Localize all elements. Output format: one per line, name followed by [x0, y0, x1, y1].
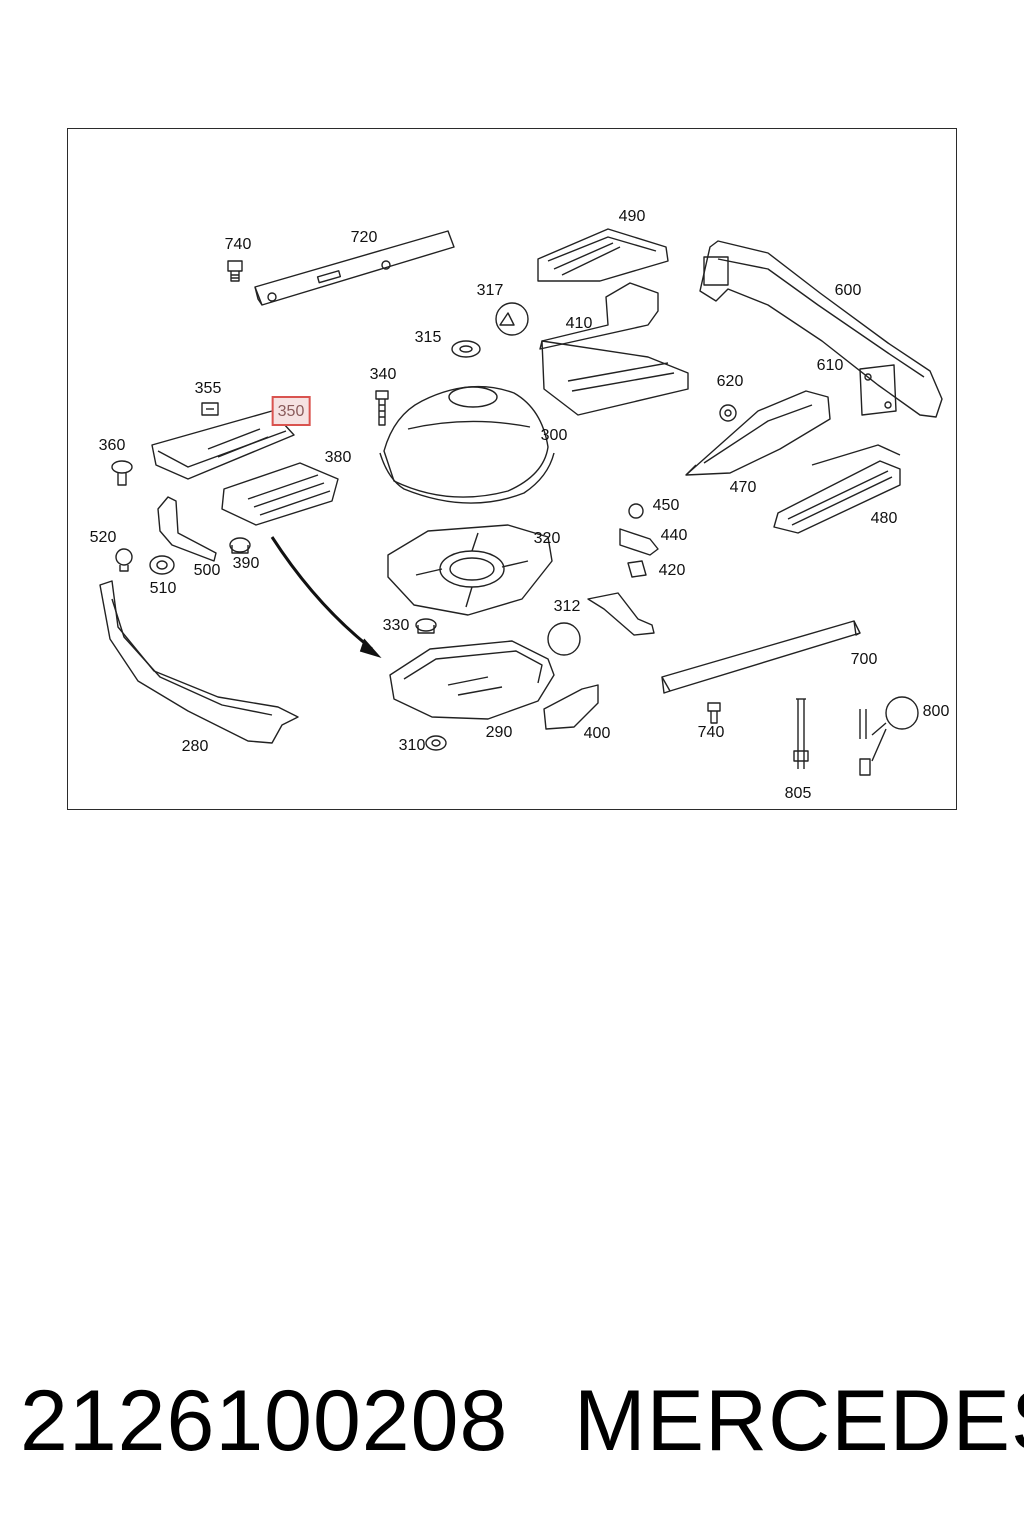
callout-510: 510 — [149, 580, 177, 597]
callout-720: 720 — [350, 229, 378, 246]
part-390-cap — [229, 537, 251, 554]
curved-arrow — [270, 536, 382, 658]
part-620-nut — [719, 404, 737, 422]
part-450-nut — [628, 503, 644, 519]
callout-520: 520 — [89, 529, 117, 546]
part-500-bracket — [157, 496, 217, 562]
callout-700: 700 — [850, 651, 878, 668]
part-330-cap — [415, 618, 437, 634]
part-740-bolt-top — [227, 260, 243, 282]
parts-diagram-frame — [67, 128, 957, 810]
callout-440: 440 — [660, 527, 688, 544]
part-number-text: 2126100208 — [20, 1373, 509, 1469]
part-410-bracket — [539, 282, 689, 416]
parts-diagram-drawing — [99, 228, 943, 776]
callout-600: 600 — [834, 282, 862, 299]
part-312-tube — [547, 592, 655, 656]
callout-400: 400 — [583, 725, 611, 742]
callout-390: 390 — [232, 555, 260, 572]
part-600-side-member — [699, 240, 943, 418]
callout-315: 315 — [414, 329, 442, 346]
part-490-panel — [537, 228, 669, 282]
part-320-insert — [387, 524, 553, 616]
part-480-rail — [773, 444, 901, 534]
part-610-plate — [859, 364, 897, 416]
part-700-bar — [661, 620, 861, 694]
callout-740b: 740 — [697, 724, 725, 741]
part-280-side-rail — [99, 580, 299, 744]
part-420-clip — [627, 560, 647, 578]
callout-280: 280 — [181, 738, 209, 755]
callout-480: 480 — [870, 510, 898, 527]
part-510-grommet — [149, 555, 175, 575]
part-440-bracket — [619, 528, 659, 556]
callout-320: 320 — [533, 530, 561, 547]
part-400-bracket — [543, 684, 599, 730]
callout-360: 360 — [98, 437, 126, 454]
part-317-clip — [495, 302, 529, 336]
part-300-wheel-well — [379, 385, 555, 504]
part-720-crossmember — [254, 230, 455, 306]
callout-290: 290 — [485, 724, 513, 741]
part-740-bolt-bottom — [707, 702, 721, 724]
callout-610: 610 — [816, 357, 844, 374]
callout-450: 450 — [652, 497, 680, 514]
part-290-floor — [389, 640, 555, 720]
part-315-grommet — [451, 340, 481, 358]
callout-312: 312 — [553, 598, 581, 615]
callout-380: 380 — [324, 449, 352, 466]
part-355-nut — [201, 402, 219, 416]
callout-470: 470 — [729, 479, 757, 496]
callout-300: 300 — [540, 427, 568, 444]
callout-310: 310 — [398, 737, 426, 754]
part-470-bracket — [685, 390, 831, 476]
callout-330: 330 — [382, 617, 410, 634]
callout-620: 620 — [716, 373, 744, 390]
brand-text: MERCEDES — [574, 1373, 1024, 1469]
callout-805: 805 — [784, 785, 812, 802]
callout-490: 490 — [618, 208, 646, 225]
callout-420: 420 — [658, 562, 686, 579]
callout-340: 340 — [369, 366, 397, 383]
callout-740a: 740 — [224, 236, 252, 253]
part-350-tray — [151, 410, 295, 480]
callout-317: 317 — [476, 282, 504, 299]
callout-410: 410 — [565, 315, 593, 332]
part-310-grommet — [425, 735, 447, 751]
footer: 2126100208 MERCEDES — [0, 1360, 1024, 1480]
part-520-clip — [115, 548, 133, 572]
part-800-fastener-group — [859, 696, 919, 776]
part-805-stud — [793, 698, 809, 769]
callout-355: 355 — [194, 380, 222, 397]
part-340-bolt — [375, 390, 389, 426]
part-360-clip — [111, 460, 133, 486]
callout-800: 800 — [922, 703, 950, 720]
callout-350: 350 — [271, 396, 311, 426]
callout-500: 500 — [193, 562, 221, 579]
part-380-cover — [221, 462, 339, 526]
